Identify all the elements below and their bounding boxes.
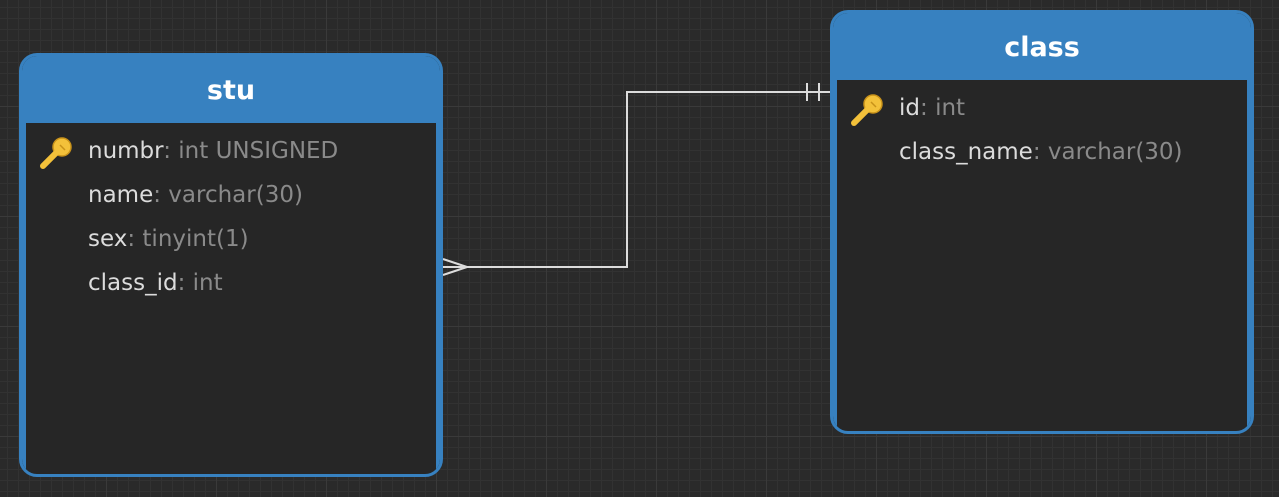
table-stu[interactable]: stu numbr: int UNSIGNED name: varchar(30…: [19, 53, 443, 477]
field-type: tinyint(1): [142, 226, 249, 252]
field-separator: :: [920, 95, 936, 121]
field-separator: :: [1032, 139, 1048, 165]
table-title: stu: [22, 56, 440, 123]
field-row[interactable]: numbr: int UNSIGNED: [26, 129, 436, 173]
field-type: int: [192, 270, 223, 296]
field-row[interactable]: name: varchar(30): [26, 173, 436, 217]
field-type: varchar(30): [168, 182, 303, 208]
field-separator: :: [127, 226, 143, 252]
field-name: name: [88, 182, 154, 208]
table-class[interactable]: class id: int class_name: varchar(30): [830, 10, 1254, 434]
table-title: class: [833, 13, 1251, 80]
field-type: int UNSIGNED: [178, 138, 339, 164]
relationship-line[interactable]: [443, 91, 830, 268]
field-separator: :: [163, 138, 179, 164]
field-row[interactable]: sex: tinyint(1): [26, 217, 436, 261]
field-row[interactable]: class_name: varchar(30): [837, 130, 1247, 174]
field-name: id: [899, 95, 920, 121]
field-row[interactable]: id: int: [837, 86, 1247, 130]
field-name: sex: [88, 226, 128, 252]
field-separator: :: [153, 182, 169, 208]
field-name: class_id: [88, 270, 178, 296]
field-type: varchar(30): [1047, 139, 1183, 165]
field-list: numbr: int UNSIGNED name: varchar(30) se…: [22, 123, 440, 474]
one-and-only-one-icon: [806, 83, 820, 101]
crows-foot-many-icon: [442, 258, 468, 276]
field-separator: :: [177, 270, 193, 296]
field-name: class_name: [899, 139, 1033, 165]
field-list: id: int class_name: varchar(30): [833, 80, 1251, 431]
primary-key-icon: [40, 137, 72, 169]
field-type: int: [935, 95, 966, 121]
primary-key-icon: [851, 94, 883, 126]
field-row[interactable]: class_id: int: [26, 261, 436, 305]
field-name: numbr: [88, 138, 164, 164]
